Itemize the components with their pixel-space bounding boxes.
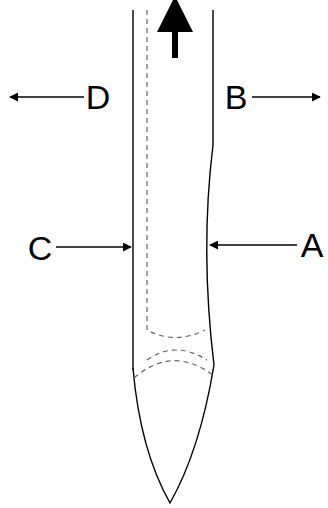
needle-left-edge xyxy=(132,10,133,370)
needle-right-edge xyxy=(207,10,214,365)
callout-letter: A xyxy=(301,228,324,262)
needle-groove xyxy=(134,10,213,378)
eye-arch xyxy=(134,361,213,378)
eye-curve xyxy=(147,350,207,360)
callout-letter: D xyxy=(86,80,111,114)
needle-outline xyxy=(133,10,214,503)
callout-arrows xyxy=(10,97,320,247)
callout-letter: B xyxy=(225,80,248,114)
leader-arrow xyxy=(252,96,320,98)
groove-line xyxy=(147,10,205,338)
leader-arrow xyxy=(10,96,84,98)
leader-arrow xyxy=(210,244,297,246)
needle-tip xyxy=(133,365,214,503)
leader-arrow xyxy=(56,246,131,248)
callout-letter: C xyxy=(28,231,53,265)
motion-arrow xyxy=(172,14,178,58)
